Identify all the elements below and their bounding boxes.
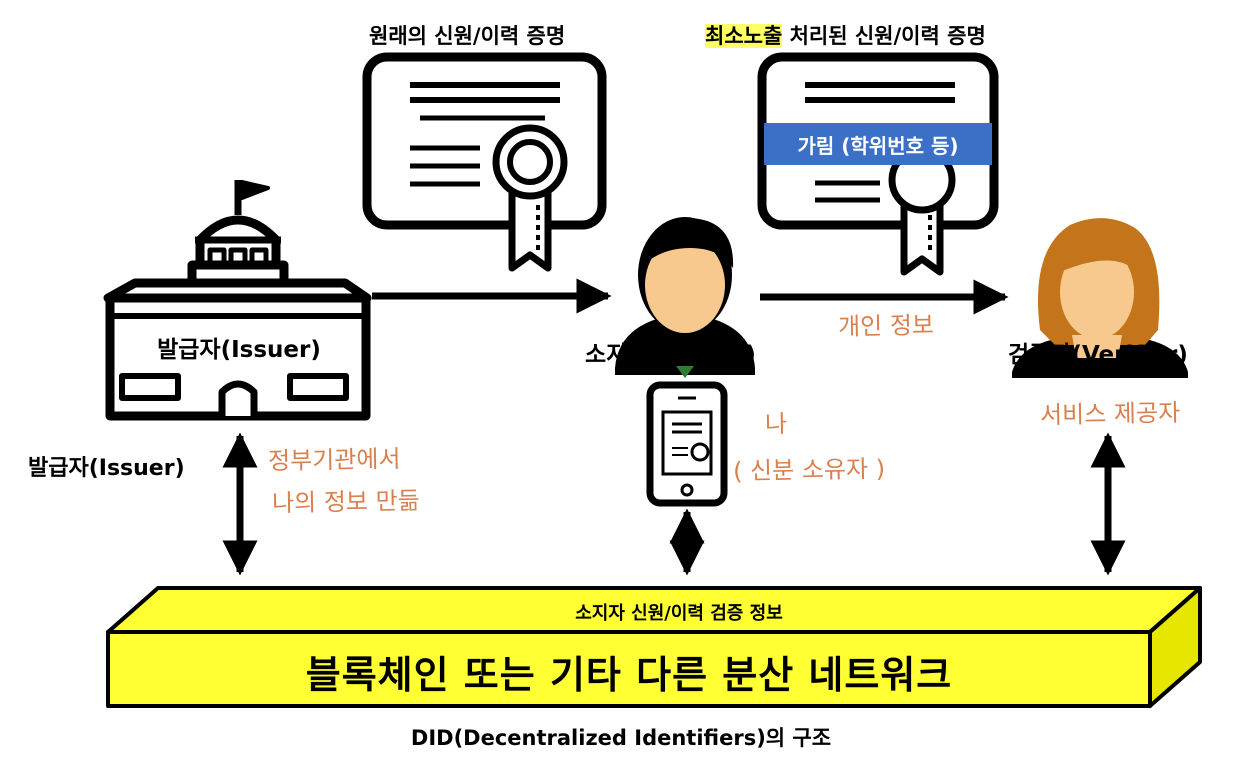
- min-disclosure-highlight: 최소노출: [705, 24, 783, 48]
- certificate-icon: [362, 52, 607, 272]
- holder-person-icon: [615, 217, 755, 378]
- verifier-person-icon: [1012, 218, 1188, 378]
- issuer-box-label: 발급자(Issuer): [157, 337, 321, 363]
- min-disclosure-rest: 처리된 신원/이력 증명: [782, 24, 986, 48]
- issuer-side-label: 발급자(Issuer): [28, 456, 185, 481]
- handwritten-gov-line1: 정부기관에서: [267, 444, 401, 476]
- handwritten-me: 나: [764, 409, 788, 439]
- handwritten-id-owner: ( 신분 소유자 ): [732, 454, 886, 486]
- caption: DID(Decentralized Identifiers)의 구조: [410, 726, 832, 750]
- handwritten-service-provider: 서비스 제공자: [1039, 398, 1181, 430]
- masked-label: 가림 (학위번호 등): [797, 134, 959, 158]
- min-disclosure-label: 최소노출 처리된 신원/이력 증명: [705, 20, 986, 50]
- original-cert-label: 원래의 신원/이력 증명: [369, 24, 566, 48]
- phone-icon: [646, 381, 728, 507]
- building-icon: [103, 180, 372, 421]
- issuer-label-backdrop: [131, 321, 347, 371]
- network-main-label: 블록체인 또는 기타 다른 분산 네트워크: [305, 653, 953, 697]
- holder-label: 소지자(Holder): [585, 342, 756, 368]
- handwritten-personal-info: 개인 정보: [837, 311, 935, 341]
- network-top-label: 소지자 신원/이력 검증 정보: [575, 603, 783, 624]
- verifier-label: 검증자(Verifier): [1008, 342, 1188, 368]
- handwritten-gov-line2: 나의 정보 만듦: [271, 486, 421, 518]
- mask-bar: [764, 123, 992, 165]
- network-block: [106, 586, 1202, 708]
